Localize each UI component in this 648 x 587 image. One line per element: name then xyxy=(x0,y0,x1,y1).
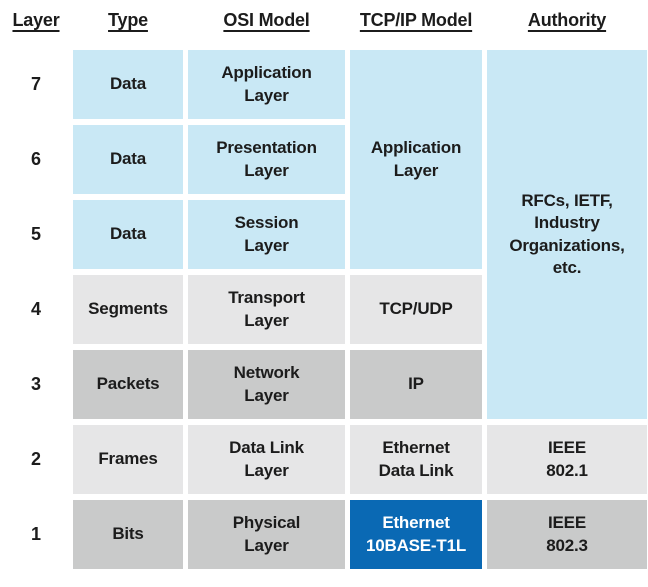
osi-cell-transport-layer: Transport Layer xyxy=(188,275,345,344)
osi-cell-physical-layer: Physical Layer xyxy=(188,500,345,569)
layer-number-3: 3 xyxy=(30,374,41,394)
column-header-layer: Layer xyxy=(12,10,60,30)
layer-number-6: 6 xyxy=(30,149,41,169)
layer-number-7: 7 xyxy=(30,74,41,94)
authority-cell-ieee-802-3: IEEE 802.3 xyxy=(487,500,647,569)
type-cell-bits: Bits xyxy=(73,500,183,569)
tcpip-cell-ip: IP xyxy=(350,350,482,419)
authority-cell-rfcs-ietf: RFCs, IETF, Industry Organizations, etc. xyxy=(487,50,647,419)
layer-number-2: 2 xyxy=(30,449,41,469)
tcpip-cell-tcp-udp: TCP/UDP xyxy=(350,275,482,344)
type-cell-packets: Packets xyxy=(73,350,183,419)
table-header-row: Layer Type OSI Model TCP/IP Model Author… xyxy=(4,8,648,44)
layer-number-4: 4 xyxy=(30,299,41,319)
tcpip-cell-application-layer: Application Layer xyxy=(350,50,482,269)
type-cell-data-6: Data xyxy=(73,125,183,194)
column-header-type: Type xyxy=(108,10,148,30)
osi-cell-presentation-layer: Presentation Layer xyxy=(188,125,345,194)
column-header-osi-model: OSI Model xyxy=(223,10,310,30)
type-cell-data-5: Data xyxy=(73,200,183,269)
tcpip-cell-ethernet-10base-t1l-highlight: Ethernet 10BASE-T1L xyxy=(350,500,482,569)
table-body: 7 6 5 4 3 2 1 Data Data Data Segments Pa… xyxy=(4,50,648,569)
osi-cell-data-link-layer: Data Link Layer xyxy=(188,425,345,494)
layer-number-5: 5 xyxy=(30,224,41,244)
type-cell-data-7: Data xyxy=(73,50,183,119)
tcpip-cell-ethernet-data-link: Ethernet Data Link xyxy=(350,425,482,494)
type-cell-segments: Segments xyxy=(73,275,183,344)
osi-cell-network-layer: Network Layer xyxy=(188,350,345,419)
type-cell-frames: Frames xyxy=(73,425,183,494)
layer-number-1: 1 xyxy=(30,524,41,544)
osi-cell-application-layer: Application Layer xyxy=(188,50,345,119)
column-header-authority: Authority xyxy=(527,10,607,30)
authority-cell-ieee-802-1: IEEE 802.1 xyxy=(487,425,647,494)
column-header-tcpip-model: TCP/IP Model xyxy=(359,10,473,30)
osi-cell-session-layer: Session Layer xyxy=(188,200,345,269)
